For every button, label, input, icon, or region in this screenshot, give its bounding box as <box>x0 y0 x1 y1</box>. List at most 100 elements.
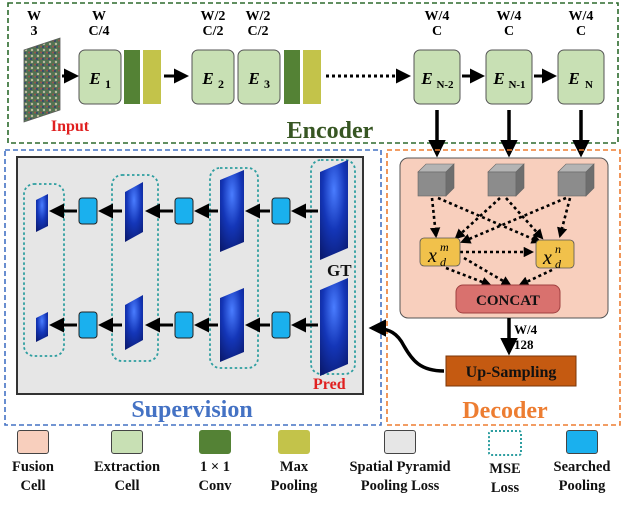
density-map-pred-scale3 <box>125 295 143 350</box>
feature-cube-3 <box>557 163 595 197</box>
density-map-pred-scale2 <box>220 288 244 362</box>
en-dim-top: W/4 <box>569 9 594 24</box>
density-map-gt-scale2 <box>220 170 244 252</box>
arrow-upsampling-pred <box>368 319 445 373</box>
legend-text-line1: MSE <box>489 461 521 477</box>
node-x-n <box>535 239 575 269</box>
legend-item-mse-loss: MSE Loss <box>460 430 550 498</box>
node-x-m <box>419 237 461 267</box>
e1-label: E <box>88 69 100 88</box>
en1-label: E <box>492 69 504 88</box>
legend-swatch-fusion-cell <box>17 430 49 454</box>
legend-swatch-conv <box>199 430 231 454</box>
supervision-arrows <box>49 203 318 333</box>
density-map-gt <box>320 160 348 260</box>
upsampling-label: Up-Sampling <box>466 364 557 381</box>
legend-item-fusion-cell: Fusion Cell <box>0 430 78 496</box>
legend-swatch-searched-pooling <box>566 430 598 454</box>
maxpool-block-1 <box>143 50 161 104</box>
node-x-m-base: x <box>427 245 437 267</box>
en1-dim-top: W/4 <box>497 9 522 24</box>
legend-text-line2: Pooling <box>270 478 318 494</box>
density-map-pred <box>320 278 348 376</box>
legend-item-spp-loss: Spatial Pyramid Pooling Loss <box>330 430 470 496</box>
legend-swatch-extraction-cell <box>111 430 143 454</box>
encoder-border <box>7 2 619 144</box>
concat-label: CONCAT <box>476 293 540 309</box>
feature-cube-1 <box>417 163 455 197</box>
en2-dim-bottom: C <box>432 24 442 39</box>
spp-loss-panel <box>16 156 364 395</box>
legend-text-line2: Pooling Loss <box>360 478 440 494</box>
supervision-section: GT Pred Supervision <box>4 149 445 426</box>
legend-text-line2: Conv <box>198 478 232 494</box>
mse-loss-groups <box>23 159 356 375</box>
e3-dim-top: W/2 <box>246 9 271 24</box>
e1-dim-bottom: C/4 <box>89 24 110 39</box>
legend-item-extraction-cell: Extraction Cell <box>82 430 172 496</box>
supervision-title: Supervision <box>131 397 252 423</box>
e3-sub: 3 <box>264 77 270 91</box>
node-x-m-sup: m <box>440 240 449 254</box>
searched-pooling-blocks <box>78 197 291 339</box>
e2-sub: 2 <box>218 77 224 91</box>
e2-dim-top: W/2 <box>201 9 226 24</box>
legend-text-line1: Fusion <box>12 459 54 475</box>
supervision-border <box>4 149 382 426</box>
legend-text-line2: Cell <box>114 478 140 494</box>
legend-item-max-pooling: Max Pooling <box>249 430 339 496</box>
legend-swatch-max-pooling <box>278 430 310 454</box>
density-maps <box>36 160 348 376</box>
density-map-gt-scale3 <box>125 182 143 242</box>
fusion-connections <box>429 196 572 287</box>
legend-text-line1: Max <box>279 459 309 475</box>
e2-label: E <box>201 69 213 88</box>
en1-sub: N-1 <box>508 79 525 91</box>
node-x-n-sup: n <box>555 242 561 256</box>
legend-text-line1: Searched <box>553 459 611 475</box>
node-x-n-sub: d <box>555 257 562 271</box>
input-label: Input <box>51 118 90 135</box>
extraction-cell-en2 <box>413 49 461 105</box>
legend-item-searched-pooling: Searched Pooling <box>537 430 626 496</box>
en1-dim-bottom: C <box>504 24 514 39</box>
e1-sub: 1 <box>105 77 111 91</box>
extraction-cell-e1 <box>78 49 122 105</box>
node-x-m-sub: d <box>440 255 447 269</box>
en-label: E <box>567 69 579 88</box>
decoder-dim-top: W/4 <box>514 322 538 337</box>
conv-block-2 <box>284 50 300 104</box>
input-image <box>23 37 61 123</box>
legend-swatch-mse-loss <box>488 430 522 456</box>
encoder-section: W 3 Input W C/4 E 1 W/2 C/2 E 2 W/2 C/2 … <box>7 2 619 144</box>
en2-dim-top: W/4 <box>425 9 450 24</box>
upsampling-block <box>445 355 577 387</box>
legend-text-line2: Loss <box>490 480 520 496</box>
decoder-title: Decoder <box>462 398 548 424</box>
legend-text-line1: Spatial Pyramid <box>349 459 451 475</box>
e2-dim-bottom: C/2 <box>203 24 224 39</box>
e1-dim-top: W <box>92 9 106 24</box>
concat-block <box>455 284 561 314</box>
legend-text-line1: 1 × 1 <box>199 459 230 475</box>
extraction-cell-en <box>557 49 605 105</box>
en-sub: N <box>585 79 593 91</box>
en2-sub: N-2 <box>436 79 454 91</box>
conv-block-1 <box>124 50 140 104</box>
decoder-dim-bottom: 128 <box>514 337 534 352</box>
en-dim-bottom: C <box>576 24 586 39</box>
e3-dim-bottom: C/2 <box>248 24 269 39</box>
decoder-border <box>386 149 621 426</box>
node-x-n-base: x <box>542 247 552 269</box>
input-dim-top: W <box>27 9 41 24</box>
density-map-pred-scale4 <box>36 312 48 342</box>
decoder-section: x m d x n d CONCAT W/4 128 Up-Sampling D… <box>386 149 621 426</box>
e3-label: E <box>247 69 259 88</box>
input-dim-bottom: 3 <box>31 24 38 39</box>
maxpool-block-2 <box>303 50 321 104</box>
gt-label: GT <box>327 261 352 280</box>
en2-label: E <box>420 69 432 88</box>
density-map-gt-scale4 <box>36 194 48 232</box>
feature-cube-2 <box>487 163 525 197</box>
